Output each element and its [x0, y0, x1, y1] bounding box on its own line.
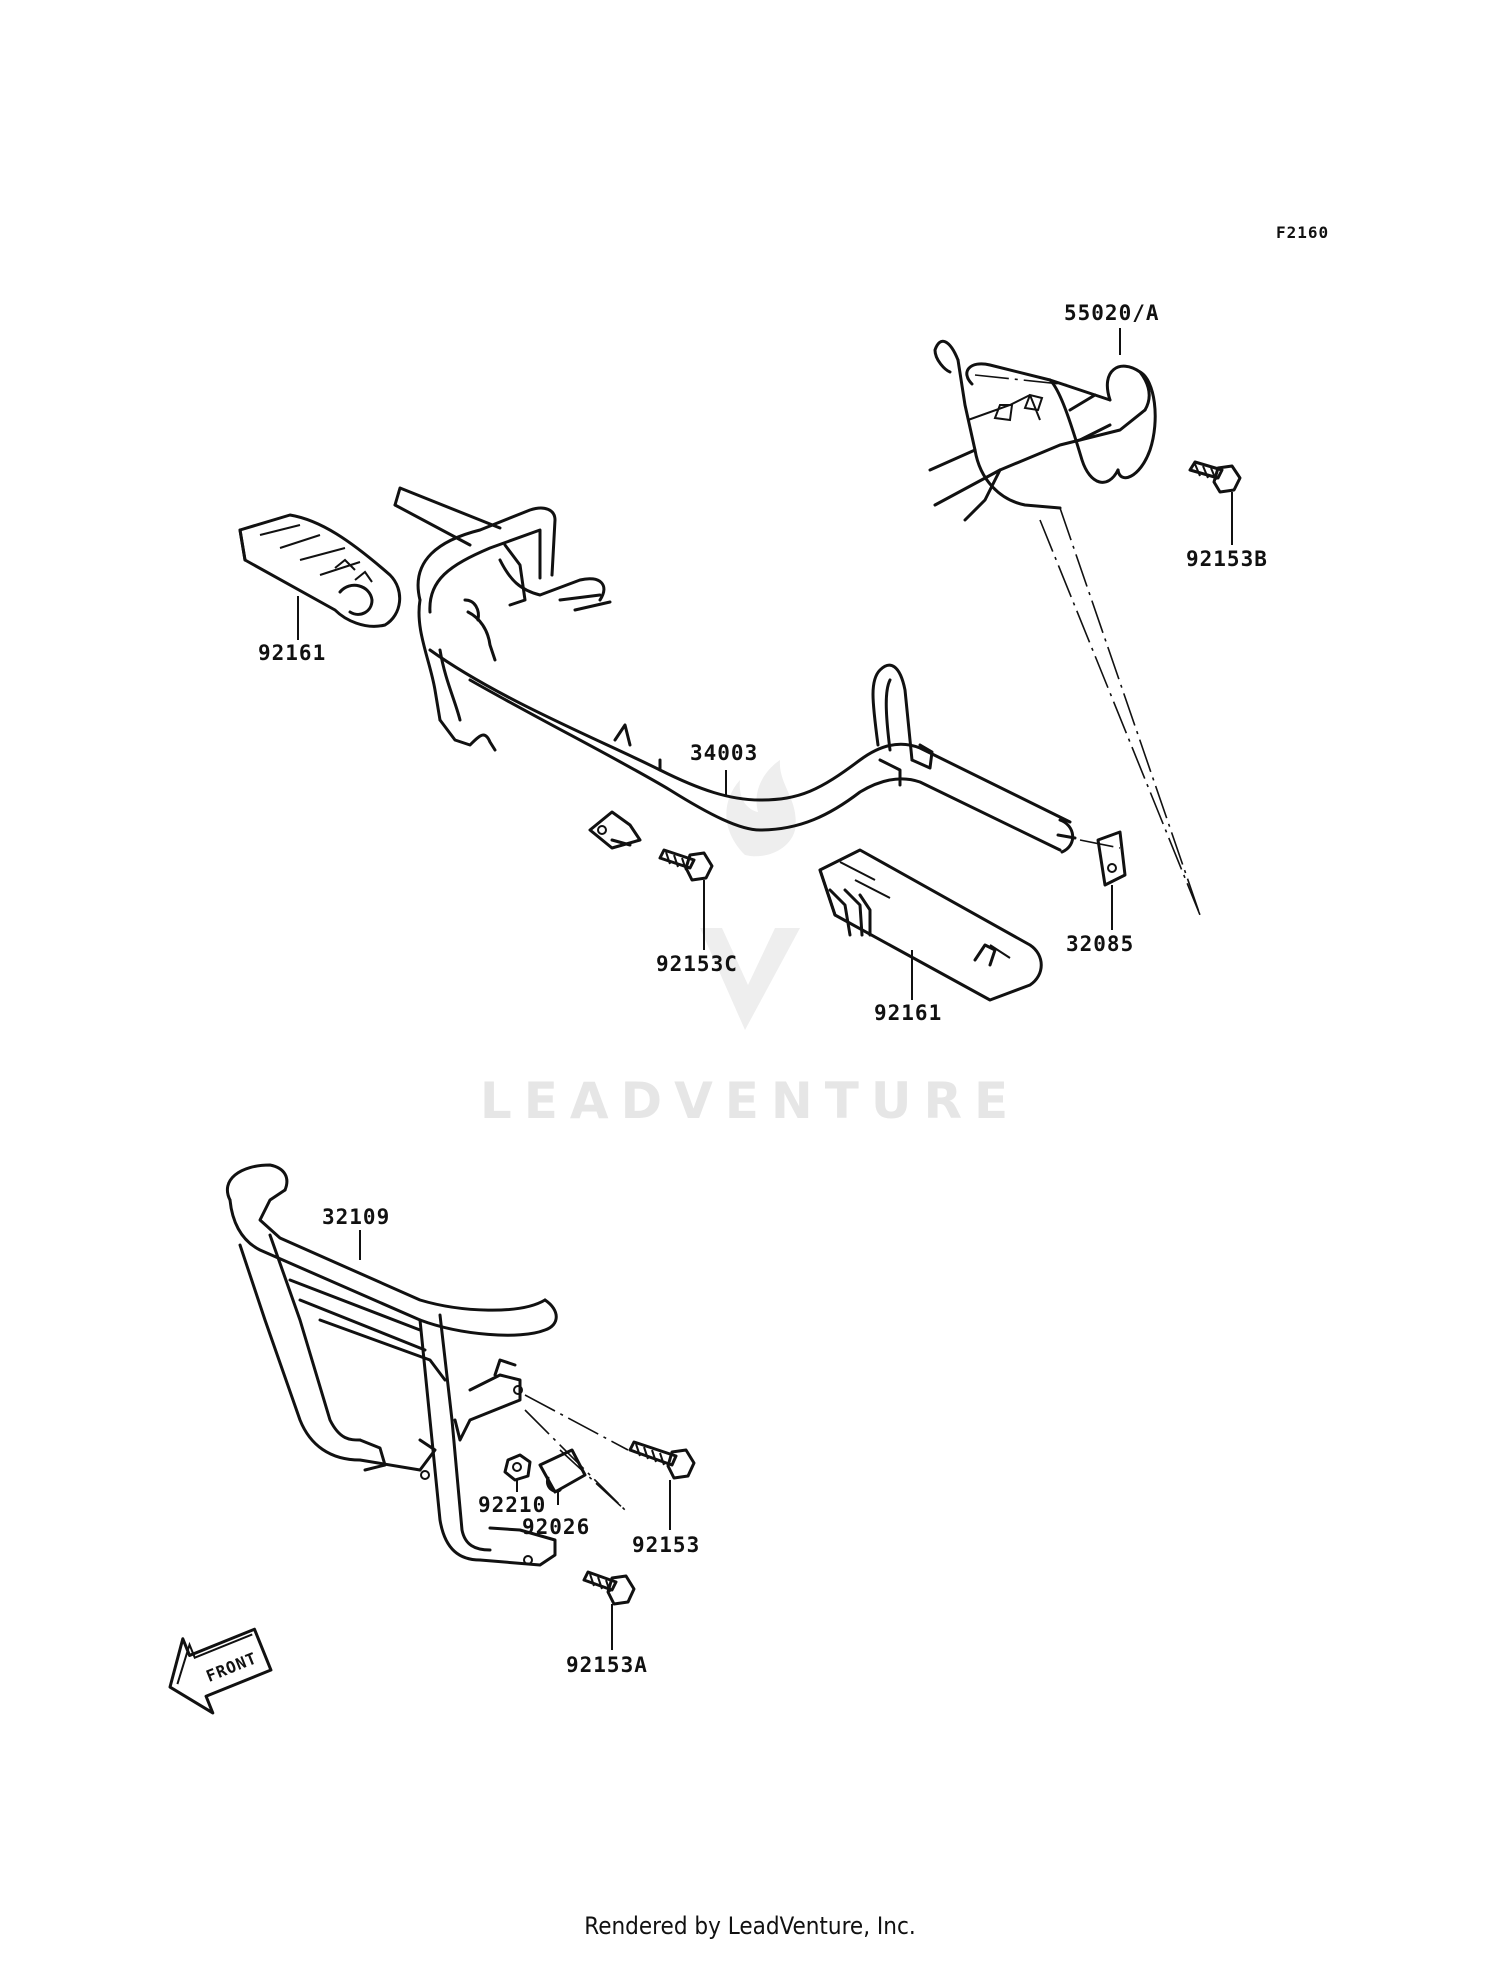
part-label-92026: 92026: [522, 1515, 590, 1539]
footrest-left-drawing: [238, 513, 402, 628]
part-label-92153: 92153: [632, 1533, 700, 1557]
bracket-32085-drawing: [1096, 830, 1127, 887]
front-label: FRONT: [203, 1648, 259, 1686]
watermark-text: LEADVENTURE: [480, 1072, 1020, 1130]
rear-guard-drawing: [928, 339, 1157, 522]
bolt-92153C-drawing: [658, 848, 714, 882]
bolt-92153A-drawing: [582, 1570, 636, 1606]
alignment-line: [524, 1409, 626, 1511]
part-label-92161-left: 92161: [258, 641, 326, 665]
main-frame-drawing: [393, 486, 1121, 854]
bolt-92153-drawing: [628, 1440, 696, 1480]
nut-92210-drawing: [503, 1453, 532, 1482]
part-label-34003: 34003: [690, 741, 758, 765]
part-label-55020A: 55020/A: [1064, 301, 1160, 325]
collar-92026-drawing: [538, 1448, 587, 1494]
watermark-logo: [700, 760, 800, 1030]
bolt-92153B-drawing: [1188, 460, 1242, 494]
alignment-line: [1059, 507, 1201, 916]
part-label-92153C: 92153C: [656, 952, 738, 976]
alignment-line: [559, 1449, 626, 1511]
front-guard-drawing: [226, 1163, 558, 1567]
footrest-right-drawing: [818, 848, 1043, 1002]
figure-code: F2160: [1276, 223, 1329, 242]
part-label-32085: 32085: [1066, 932, 1134, 956]
part-label-32109: 32109: [322, 1205, 390, 1229]
part-label-92161-right: 92161: [874, 1001, 942, 1025]
front-direction-arrow: FRONT: [168, 1627, 273, 1715]
footer-credit: Rendered by LeadVenture, Inc.: [584, 1912, 916, 1940]
alignment-line: [1039, 519, 1201, 916]
part-label-92153B: 92153B: [1186, 547, 1268, 571]
alignment-line: [524, 1394, 629, 1451]
part-label-92210: 92210: [478, 1493, 546, 1517]
part-label-92153A: 92153A: [566, 1653, 648, 1677]
